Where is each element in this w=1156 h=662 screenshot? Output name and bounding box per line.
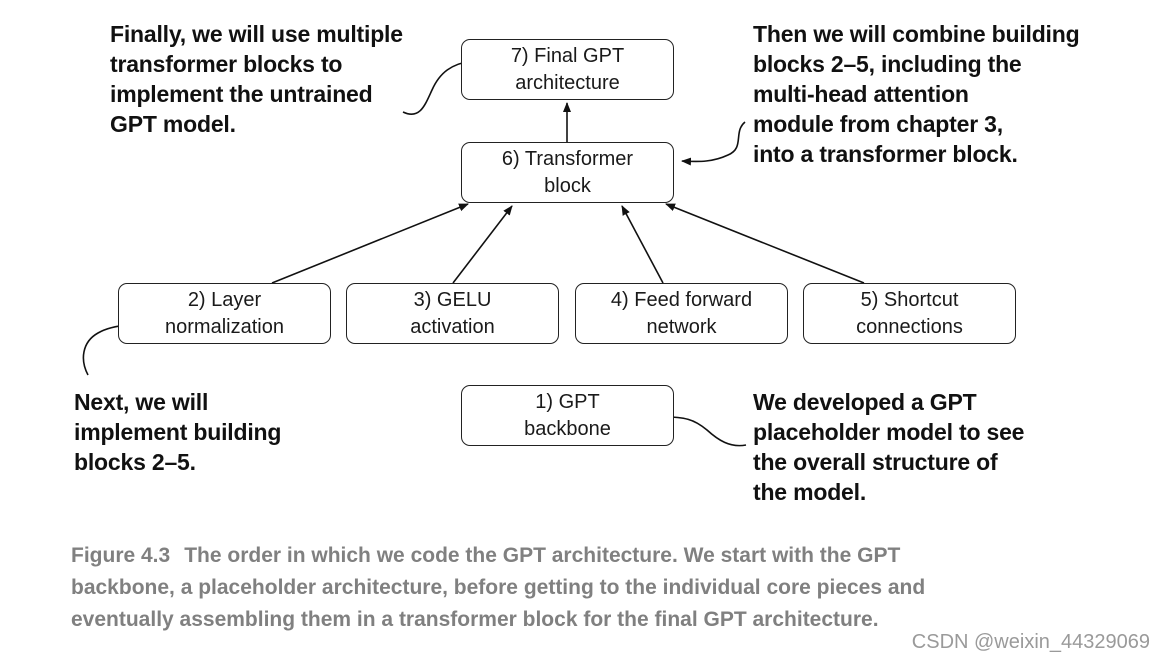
arrow-feedforward-to-transformer (621, 205, 664, 284)
note-line: blocks 2–5, including the (753, 51, 1022, 77)
node-final-gpt: 7) Final GPT architecture (461, 39, 674, 100)
node-line: block (544, 174, 591, 197)
caption-line: Figure 4.3 The order in which we code the… (71, 540, 1131, 572)
node-shortcut-connections: 5) Shortcut connections (803, 283, 1016, 344)
node-layer-normalization: 2) Layer normalization (118, 283, 331, 344)
caption-line: eventually assembling them in a transfor… (71, 608, 879, 631)
node-line: backbone (524, 417, 611, 440)
note-line: blocks 2–5. (74, 449, 196, 475)
note-line: module from chapter 3, (753, 111, 1003, 137)
node-line: 1) GPT (535, 390, 600, 413)
node-line: architecture (515, 71, 620, 94)
node-line: 3) GELU (413, 288, 492, 311)
node-line: 2) Layer (187, 288, 262, 311)
leader-top-left (402, 58, 472, 115)
node-line: 6) Transformer (501, 147, 634, 170)
node-line: normalization (165, 315, 284, 338)
note-line: GPT model. (110, 111, 236, 137)
note-placeholder-step: We developed a GPT placeholder model to … (753, 387, 1024, 507)
node-line: 7) Final GPT (510, 44, 625, 67)
node-feed-forward-network: 4) Feed forward network (575, 283, 788, 344)
node-gelu-activation: 3) GELU activation (346, 283, 559, 344)
note-line: We developed a GPT (753, 389, 977, 415)
node-line: 4) Feed forward (610, 288, 753, 311)
caption-line: backbone, a placeholder architecture, be… (71, 576, 926, 599)
leader-top-right (681, 121, 746, 166)
arrow-gelu-to-transformer (452, 205, 513, 284)
leader-mid-right (655, 412, 747, 447)
arrow-layernorm-to-transformer (271, 203, 469, 284)
note-line: implement building (74, 419, 282, 445)
note-line: Next, we will (74, 389, 209, 415)
node-line: network (646, 315, 717, 338)
note-combine-step: Then we will combine building blocks 2–5… (753, 19, 1080, 169)
watermark: CSDN @weixin_44329069 (911, 631, 1150, 653)
caption-label: Figure 4.3 (71, 544, 171, 567)
figure-caption: Figure 4.3 The order in which we code the… (71, 540, 1131, 636)
node-gpt-backbone: 1) GPT backbone (461, 385, 674, 446)
note-next-step: Next, we will implement building blocks … (74, 387, 281, 477)
node-line: connections (856, 315, 963, 338)
note-line: Then we will combine building (753, 21, 1080, 47)
node-transformer-block: 6) Transformer block (461, 142, 674, 203)
caption-text: The order in which we code the GPT archi… (184, 544, 901, 567)
note-final-step: Finally, we will use multiple transforme… (110, 19, 403, 139)
note-line: placeholder model to see (753, 419, 1025, 445)
node-line: activation (410, 315, 495, 338)
node-line: 5) Shortcut (860, 288, 959, 311)
note-line: multi-head attention (753, 81, 969, 107)
note-line: into a transformer block. (753, 141, 1018, 167)
note-line: the model. (753, 479, 867, 505)
note-line: transformer blocks to (110, 51, 343, 77)
arrow-shortcut-to-transformer (665, 203, 865, 284)
note-line: the overall structure of (753, 449, 998, 475)
note-line: implement the untrained (110, 81, 373, 107)
note-line: Finally, we will use multiple (110, 21, 403, 47)
